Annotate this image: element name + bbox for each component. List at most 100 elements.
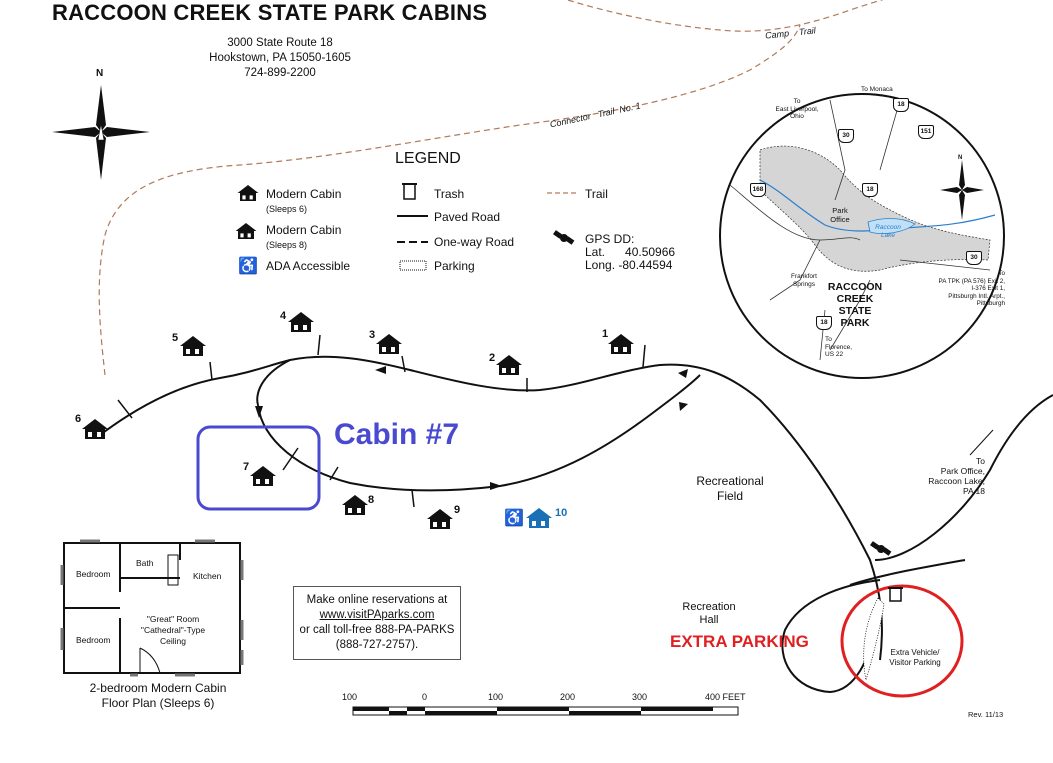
rec-field-line2: Field <box>716 489 743 503</box>
cabin7-annotation: Cabin #7 <box>334 418 460 451</box>
route-shield-30: 30 <box>838 129 854 143</box>
cabin-9-icon <box>425 508 455 535</box>
fp-bedroom2: Bedroom <box>76 635 111 645</box>
el-2: East Liverpool, <box>775 105 819 113</box>
inset-to-monaca: To Monaca <box>861 86 893 93</box>
legend-modern6-sub: (Sleeps 6) <box>266 204 308 214</box>
ex-3: I-376 Exit 1, <box>971 285 1005 292</box>
to-park-office-label: To Park Office, Raccoon Lake, PA 18 <box>915 456 985 496</box>
east-road <box>874 394 1053 561</box>
route-shield-151: 151 <box>918 125 934 139</box>
cabin-8-icon <box>340 494 370 521</box>
fp-great1: "Great" Room <box>146 614 200 624</box>
inset-n-label: N <box>958 155 963 161</box>
legend-trail: Trail <box>585 187 608 201</box>
inset-map <box>719 93 1005 379</box>
cabin-2-icon <box>494 354 524 381</box>
fp-great2: "Cathedral"-Type <box>140 625 206 635</box>
visitor-parking-label: Extra Vehicle/Visitor Parking <box>880 648 950 667</box>
rec-hall-line2: Hall <box>699 614 719 626</box>
gps-long-label: Long. <box>585 258 616 272</box>
revision-label: Rev. 11/13 <box>968 710 1004 719</box>
cabin-10-ada-icon: ♿ <box>504 510 524 527</box>
address-phone: 724-899-2200 <box>244 67 316 79</box>
parking-loop <box>781 579 881 694</box>
resv-url-link[interactable]: www.visitPAparks.com <box>319 609 435 621</box>
resv-line1: Make online reservations at <box>306 594 448 606</box>
cabin-5-number: 5 <box>172 332 179 344</box>
scale-tick-2: 100 <box>488 692 504 702</box>
rl-2: Lake <box>880 231 896 239</box>
legend-ada: ADA Accessible <box>266 259 351 273</box>
fp-great-room: "Great" Room "Cathedral"-Type Ceiling <box>138 614 208 647</box>
main-road-south <box>257 374 701 492</box>
fs-1: Frankfort <box>790 273 817 280</box>
rl-1: Raccoon <box>875 224 901 231</box>
to-po-2: Park Office, <box>940 466 985 476</box>
oneway-arrows <box>255 366 688 490</box>
gps-title: GPS DD: <box>585 232 635 246</box>
cabin-3-number: 3 <box>369 329 376 341</box>
scale-tick-5: 400 FEET <box>705 692 746 702</box>
cabin-2-number: 2 <box>489 352 496 364</box>
scale-tick-4: 300 <box>632 692 648 702</box>
po-1: Park <box>832 206 848 215</box>
cabin-4-number: 4 <box>280 310 287 322</box>
scale-bar <box>352 706 739 716</box>
legend-trash: Trash <box>434 187 465 201</box>
fp-caption2: Floor Plan (Sleeps 6) <box>101 696 215 710</box>
gps-long: -80.44594 <box>618 258 673 272</box>
resv-line4: (888-727-2757). <box>335 639 419 651</box>
driveways <box>117 334 646 508</box>
camp-trail-word: Trail <box>798 25 817 38</box>
inset-title-3: STATE <box>838 305 872 317</box>
legend-modern6-label: Modern Cabin <box>266 187 342 201</box>
route-shield-30: 30 <box>966 251 982 265</box>
reservations-box: Make online reservations at www.visitPAp… <box>293 586 461 660</box>
ex-5: Pittsburgh <box>976 300 1005 307</box>
cabin-8-number: 8 <box>368 494 375 506</box>
inset-title: RACCOON CREEK STATE PARK <box>826 281 884 329</box>
route-shield-18: 18 <box>816 316 832 330</box>
cabin-6-icon <box>80 418 110 445</box>
cabin-1-icon <box>606 333 636 360</box>
cabin-1-number: 1 <box>602 328 609 340</box>
scale-tick-1: 0 <box>422 692 428 702</box>
legend-parking: Parking <box>434 259 475 273</box>
legend-modern8-icon <box>234 222 258 245</box>
fl-1: To <box>825 336 832 343</box>
floor-plan <box>63 542 241 674</box>
to-po-3: Raccoon Lake, <box>928 476 985 486</box>
parking-loop-top <box>849 559 966 586</box>
legend-modern8-sub: (Sleeps 8) <box>266 240 308 250</box>
route-shield-18: 18 <box>862 183 878 197</box>
satellite-icon-map <box>870 541 892 556</box>
legend-gps: GPS DD: Lat. 40.50966 Long. -80.44594 <box>585 233 675 272</box>
route-shield-18: 18 <box>893 98 909 112</box>
scale-tick-3: 200 <box>560 692 576 702</box>
cabin7-highlight-box <box>196 425 321 511</box>
fl-2: Florence, <box>825 343 853 351</box>
legend-oneway: One-way Road <box>434 235 515 249</box>
ex-1: To <box>998 270 1005 277</box>
address-line1: 3000 State Route 18 <box>227 37 333 49</box>
visitor-line2: Visitor Parking <box>889 657 941 667</box>
legend-paved: Paved Road <box>434 210 501 224</box>
fp-kitchen: Kitchen <box>193 571 222 581</box>
satellite-icon <box>553 230 575 245</box>
ada-icon: ♿ <box>238 258 258 275</box>
to-park-office-arrow <box>969 429 994 456</box>
address-line2: Hookstown, PA 15050-1605 <box>209 52 351 64</box>
fp-great3: Ceiling <box>160 636 186 646</box>
floor-plan-windows <box>60 539 244 677</box>
cabin-7-number: 7 <box>243 461 250 473</box>
el-1: To <box>793 98 801 105</box>
fl-3: US 22 <box>825 351 844 358</box>
legend-modern6: Modern Cabin (Sleeps 6) <box>266 187 341 215</box>
cabin-10-number: 10 <box>555 507 568 519</box>
compass-rose <box>52 85 150 180</box>
